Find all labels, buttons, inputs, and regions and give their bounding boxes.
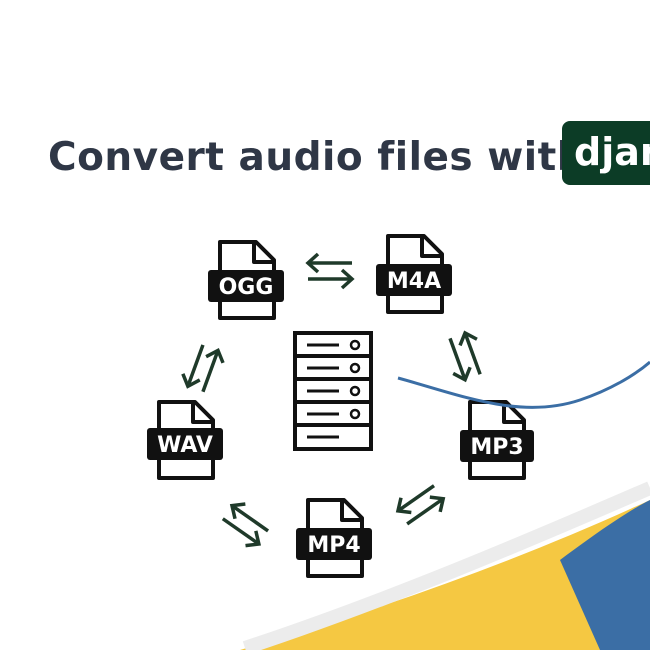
ogg-file-icon: OGG	[208, 240, 284, 320]
django-logo-badge: djan	[562, 121, 650, 185]
arrows-m4a-mp3-icon	[439, 328, 491, 385]
headline-text: Convert audio files with	[48, 135, 585, 180]
mp3-file-icon: MP3	[460, 400, 534, 480]
arrows-mp3-mp4-icon	[391, 476, 451, 534]
arrows-ogg-wav-icon	[177, 340, 229, 397]
mp4-label: MP4	[307, 533, 360, 558]
mp4-file-icon: MP4	[296, 498, 372, 578]
wav-label: WAV	[157, 433, 213, 458]
server-icon	[293, 331, 373, 451]
arrows-ogg-m4a-icon	[306, 252, 354, 290]
m4a-file-icon: M4A	[376, 234, 452, 314]
wav-file-icon: WAV	[147, 400, 223, 480]
mp3-label: MP3	[470, 435, 523, 460]
decorative-curve	[397, 360, 650, 409]
m4a-label: M4A	[387, 269, 441, 294]
arrows-wav-mp4-icon	[215, 496, 275, 554]
ogg-label: OGG	[219, 275, 274, 300]
